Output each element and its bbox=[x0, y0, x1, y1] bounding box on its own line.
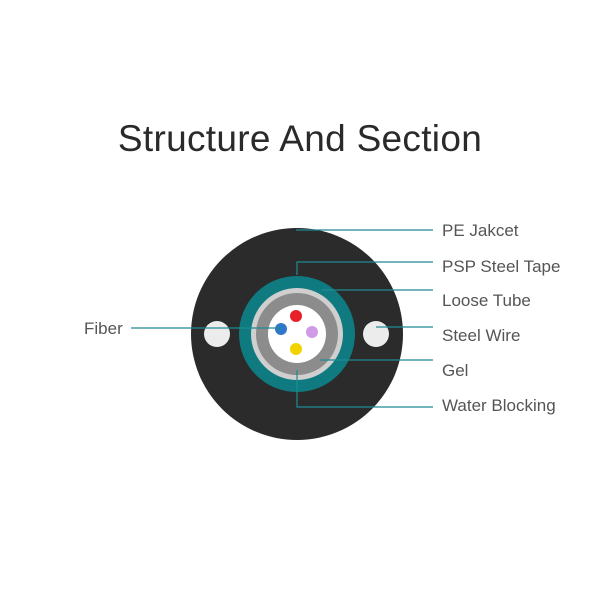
fiber-red bbox=[290, 310, 302, 322]
label-steel-wire: Steel Wire bbox=[442, 326, 520, 345]
label-gel: Gel bbox=[442, 361, 468, 380]
steel-wire-left bbox=[204, 321, 230, 347]
leader-water-blocking bbox=[296, 370, 433, 408]
fiber-blue bbox=[275, 323, 287, 335]
diagram-title: Structure And Section bbox=[117, 118, 483, 159]
label-fiber: Fiber bbox=[84, 319, 123, 338]
label-psp-steel-tape: PSP Steel Tape bbox=[442, 257, 560, 276]
fiber-purple bbox=[306, 326, 318, 338]
label-pe-jacket: PE Jakcet bbox=[442, 221, 519, 240]
leader-psp-steel-tape bbox=[296, 261, 433, 275]
gel-core bbox=[268, 305, 326, 363]
label-loose-tube: Loose Tube bbox=[442, 291, 531, 310]
steel-wire-right bbox=[363, 321, 389, 347]
fiber-yellow bbox=[290, 343, 302, 355]
label-water-blocking: Water Blocking bbox=[442, 396, 556, 415]
